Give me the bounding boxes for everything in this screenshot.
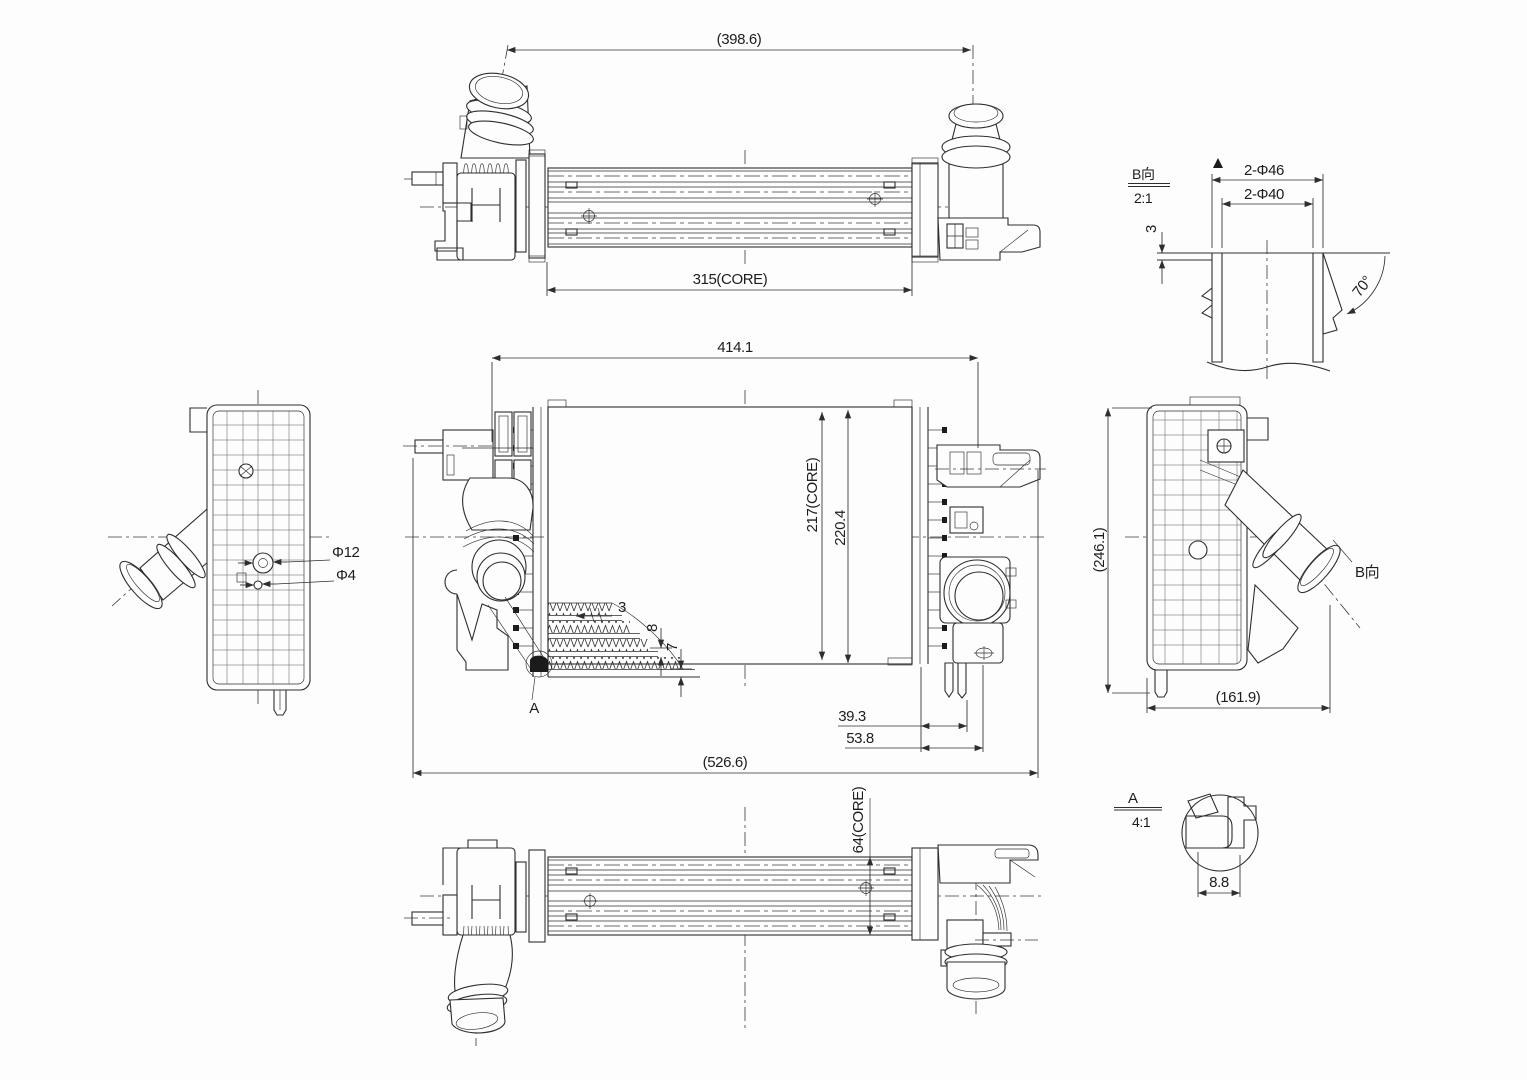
top-view: (398.6) 315(CORE) xyxy=(404,31,1041,296)
bottom-right-pipe xyxy=(940,884,1038,1000)
bottom-left-pipe xyxy=(446,934,513,1034)
top-left-bellows xyxy=(463,163,509,182)
dim-526-6-text: (526.6) xyxy=(703,754,748,771)
dim-top-overall-width: (398.6) xyxy=(506,31,971,54)
dim-right-height: (246.1) xyxy=(1091,407,1152,694)
dim-64-core-text: 64(CORE) xyxy=(850,786,867,853)
view-b-arrow: B向 xyxy=(1332,539,1380,581)
front-view: A 414.1 217(CORE) 220.4 xyxy=(403,339,1046,778)
detail-b-scale: 2:1 xyxy=(1134,190,1153,206)
top-left-tank xyxy=(411,149,546,263)
dim-8-text: 8 xyxy=(644,624,661,632)
dim-fin-pitch: 3 xyxy=(576,599,626,623)
dim-3-fin-text: 3 xyxy=(618,599,626,616)
top-left-pipe xyxy=(459,72,534,159)
right-side-view: B向 (246.1) (161.9) xyxy=(1091,396,1380,713)
bottom-view: 64(CORE) xyxy=(404,786,1042,1046)
view-b-label-text: B向 xyxy=(1355,564,1379,581)
top-right-bracket xyxy=(937,217,1041,261)
right-view-pipe xyxy=(1224,469,1341,664)
dim-right-depth: (161.9) xyxy=(1146,605,1331,713)
top-right-pipe xyxy=(941,103,1011,221)
target-symbol xyxy=(582,880,874,909)
bottom-right-tank xyxy=(911,844,1039,941)
dim-217-core-text: 217(CORE) xyxy=(804,457,821,532)
left-view-body xyxy=(189,404,311,716)
dim-detail-b-angle: 70° xyxy=(1346,255,1386,315)
front-right-fittings xyxy=(935,444,1046,699)
dim-detail-a-width: 8.8 xyxy=(1197,852,1241,897)
detail-a-section xyxy=(1185,793,1257,849)
dim-3-lip-text: 3 xyxy=(1143,225,1160,233)
dim-161-9-text: (161.9) xyxy=(1216,689,1261,706)
detail-b-pipe-section xyxy=(1200,252,1343,372)
dim-front-core-height: 217(CORE) xyxy=(804,412,826,660)
detail-a-view: A 4:1 8.8 xyxy=(1114,790,1259,897)
bottom-core xyxy=(547,856,913,936)
dim-front-total: (526.6) xyxy=(412,458,1039,778)
detail-a-callout: A xyxy=(525,650,553,717)
target-symbol xyxy=(581,191,883,224)
top-core xyxy=(547,167,913,248)
screw-hole xyxy=(1216,438,1232,454)
dim-detail-b-outer: 2-Φ46 xyxy=(1211,162,1324,248)
detail-a-marker-text: A xyxy=(529,700,539,717)
detail-a-circle xyxy=(1181,794,1259,872)
front-fin-stack xyxy=(548,602,700,678)
front-left-fittings xyxy=(403,411,547,671)
left-side-view: Φ12 Φ4 xyxy=(108,390,360,716)
dim-front-width: 414.1 xyxy=(491,339,979,448)
detail-b-view: B向 2:1 2-Φ46 2-Φ40 3 70° xyxy=(1128,158,1390,382)
detail-a-label: A xyxy=(1128,790,1138,807)
datum-triangle-marker xyxy=(1213,158,1223,168)
dim-246-1-text: (246.1) xyxy=(1091,527,1108,572)
dim-39-3-text: 39.3 xyxy=(838,708,866,725)
dim-398-6-text: (398.6) xyxy=(717,31,762,48)
dim-hole-dia: Φ4 xyxy=(240,567,356,589)
dim-detail-b-lip: 3 xyxy=(1143,225,1166,284)
dim-phi12-text: Φ12 xyxy=(332,544,360,561)
dim-2x40-text: 2-Φ40 xyxy=(1244,186,1284,203)
dim-7-text: 7 xyxy=(664,643,681,651)
dim-bottom-core-depth: 64(CORE) xyxy=(850,786,874,935)
bottom-left-tank xyxy=(404,839,546,943)
dim-53-8-text: 53.8 xyxy=(846,730,874,747)
dim-boss-dia: Φ12 xyxy=(238,544,360,567)
dim-70deg-text: 70° xyxy=(1349,273,1376,301)
dim-220-4-text: 220.4 xyxy=(832,510,849,546)
dim-plate-7: 7 xyxy=(664,643,692,697)
right-view-body xyxy=(1146,396,1269,698)
dim-front-height: 220.4 xyxy=(832,410,852,663)
detail-a-scale: 4:1 xyxy=(1132,814,1151,830)
dim-top-core-width: 315(CORE) xyxy=(546,250,913,296)
dim-8-8-text: 8.8 xyxy=(1209,874,1229,891)
top-right-tank xyxy=(911,157,939,263)
dim-315-core-text: 315(CORE) xyxy=(693,271,768,288)
dim-2x46-text: 2-Φ46 xyxy=(1244,162,1284,179)
dim-414-1-text: 414.1 xyxy=(717,339,753,356)
dim-detail-b-inner: 2-Φ40 xyxy=(1221,186,1314,248)
dim-phi4-text: Φ4 xyxy=(336,567,356,584)
detail-b-label: B向 xyxy=(1132,166,1155,182)
dim-39-3: 39.3 53.8 xyxy=(838,665,984,752)
screw-hole xyxy=(238,463,254,479)
dim-tube-8: 8 xyxy=(644,624,672,676)
